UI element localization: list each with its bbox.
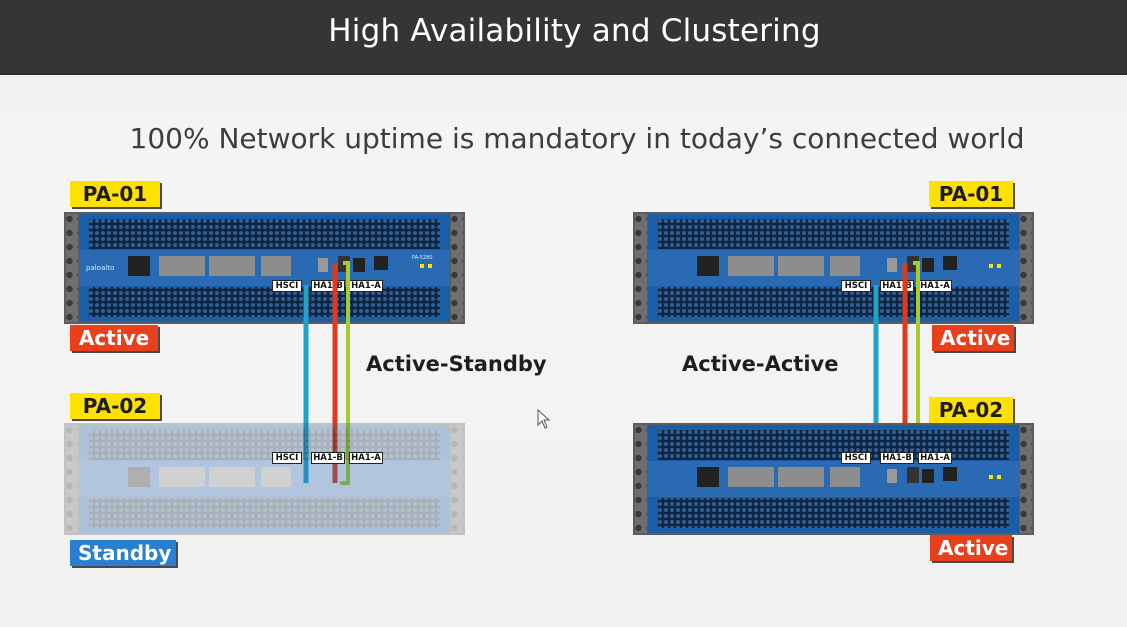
right-pa01-name-tag: PA-01 [929,181,1013,207]
left-pa02-port-hsci: HSCI [272,452,302,464]
right-pa02-port-ha1a: HA1-A [918,452,952,464]
left-pa01-name-tag: PA-01 [70,181,160,207]
left-mode-label: Active-Standby [366,352,547,376]
right-pa01-state-tag: Active [932,325,1014,351]
right-pa02-firewall [633,423,1034,539]
left-pa02-name-tag: PA-02 [70,393,160,419]
slide-subtitle: 100% Network uptime is mandatory in toda… [129,122,1025,155]
left-pa02-state-tag: Standby [70,540,176,566]
slide-title: High Availability and Clustering [328,12,821,49]
left-pa01-firewall: paloalto PA-5280 [64,212,465,328]
right-pa02-port-hsci: HSCI [841,452,871,464]
svg-text:PA-5280: PA-5280 [412,255,433,261]
right-mode-label: Active-Active [682,352,839,376]
mouse-cursor-icon [537,409,551,429]
left-pa01-port-hsci: HSCI [272,280,302,292]
right-pa02-name-tag: PA-02 [929,397,1013,423]
right-pa01-port-ha1a: HA1-A [918,280,952,292]
right-pa02-port-ha1b: HA1-B [880,452,914,464]
left-pa02-port-ha1a: HA1-A [349,452,383,464]
left-pa01-state-tag: Active [70,325,158,351]
right-pa01-firewall [633,212,1034,328]
svg-text:paloalto: paloalto [86,264,114,272]
right-pa01-port-hsci: HSCI [841,280,871,292]
right-pa02-state-tag: Active [930,535,1012,561]
title-bar: High Availability and Clustering [0,0,1127,75]
left-pa02-port-ha1b: HA1-B [311,452,345,464]
left-pa02-firewall [64,423,465,539]
